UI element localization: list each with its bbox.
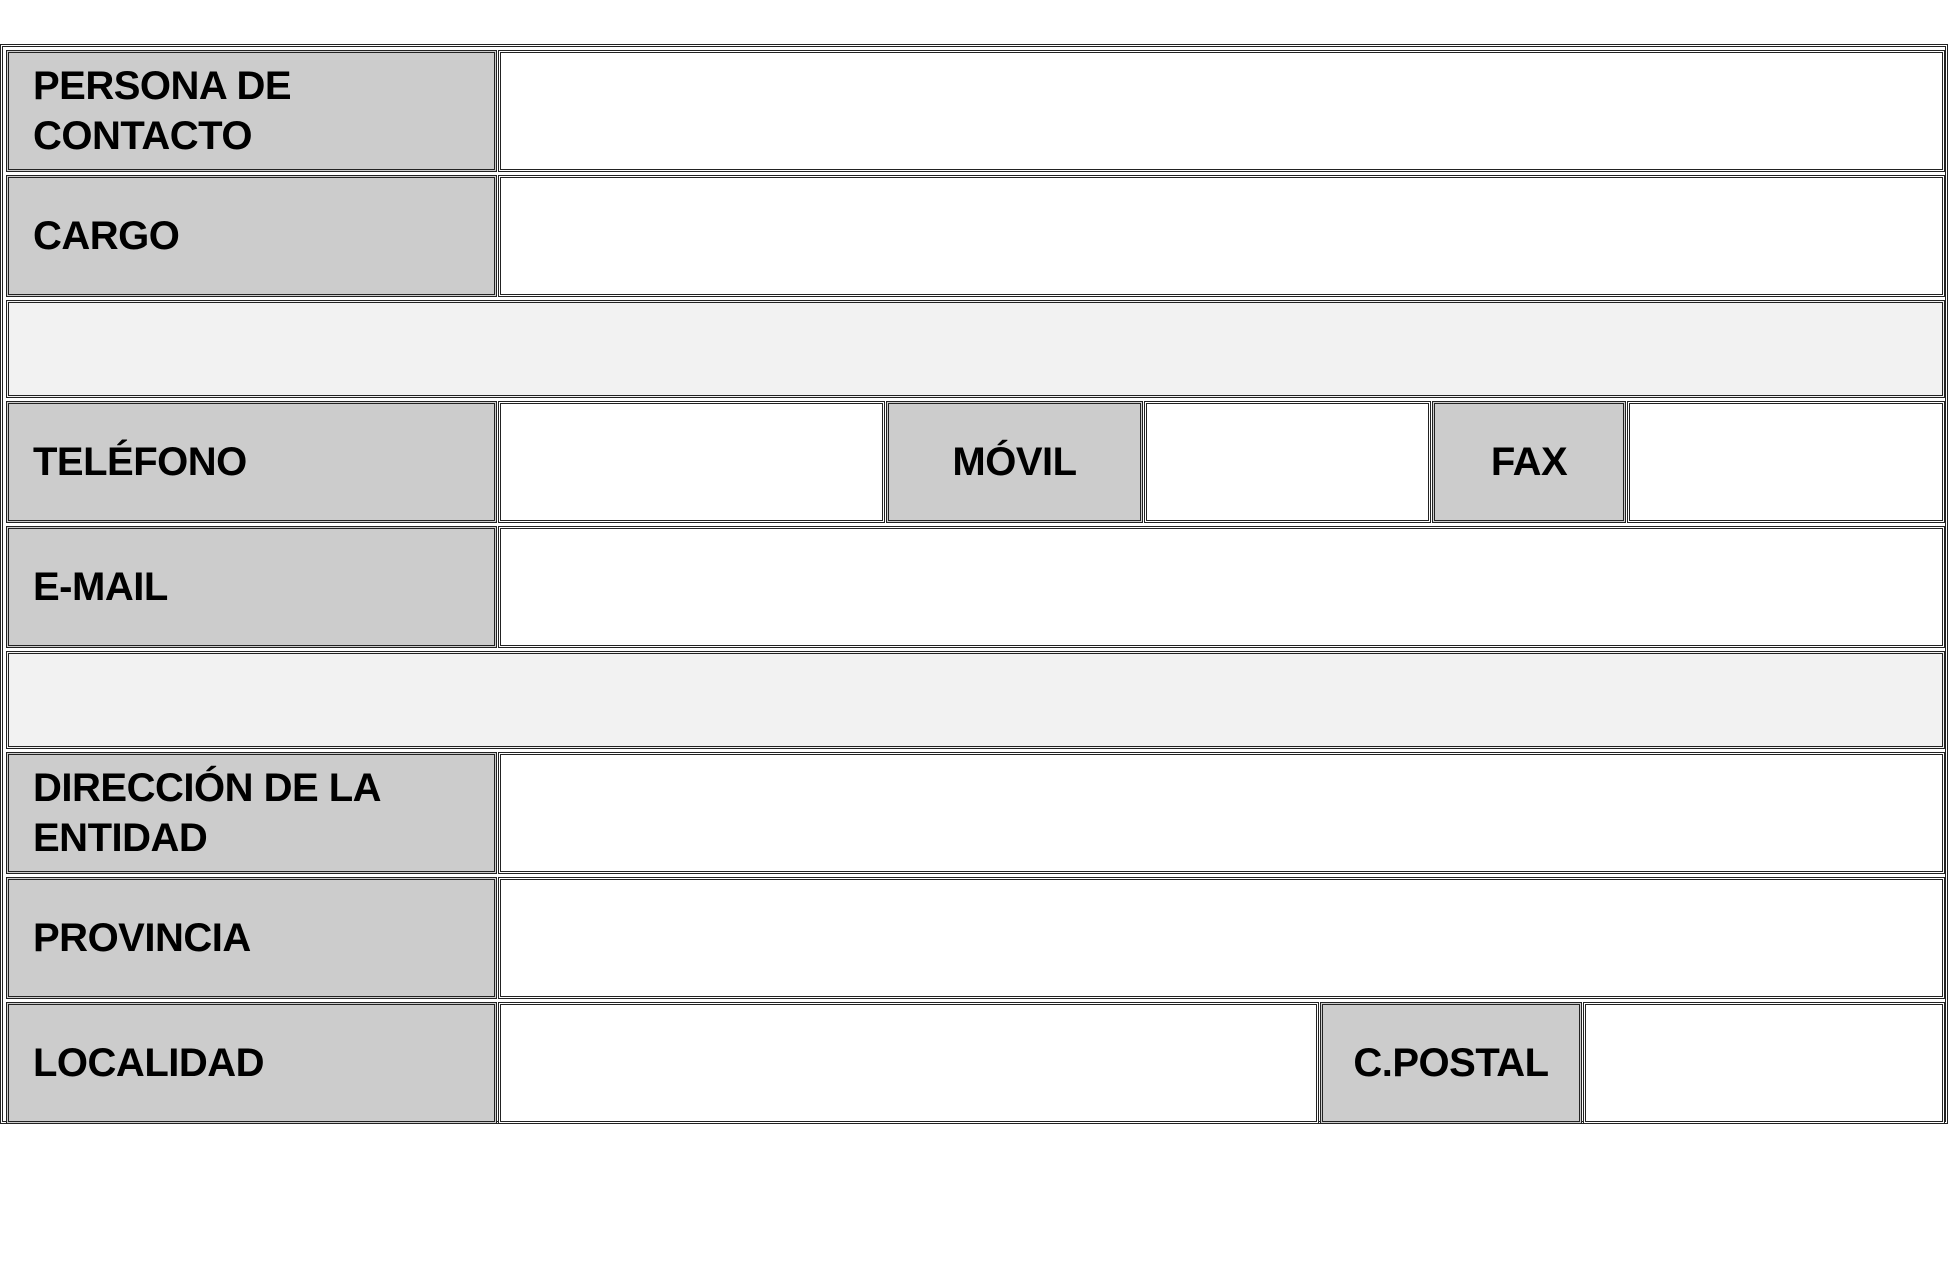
postal-code-label: C.POSTAL: [1320, 1002, 1582, 1124]
contact-person-label-text: PERSONA DE CONTACTO: [33, 64, 292, 158]
fax-label: FAX: [1432, 401, 1626, 523]
fax-field[interactable]: [1627, 401, 1945, 523]
province-label: PROVINCIA: [6, 877, 497, 999]
separator-row: [6, 651, 1945, 749]
contact-person-label: PERSONA DE CONTACTO: [6, 50, 497, 172]
email-field[interactable]: [498, 526, 1945, 648]
contact-form-table: PERSONA DE CONTACTO CARGO TELÉFONO MÓVIL…: [0, 44, 1948, 1124]
postal-code-field[interactable]: [1583, 1002, 1945, 1124]
address-label: DIRECCIÓN DE LA ENTIDAD: [6, 752, 497, 874]
email-label: E-MAIL: [6, 526, 497, 648]
separator-row: [6, 300, 1945, 398]
contact-person-field[interactable]: [498, 50, 1945, 172]
address-label-line1: DIRECCIÓN DE LA: [33, 766, 382, 810]
address-label-line2: ENTIDAD: [33, 816, 208, 860]
locality-field[interactable]: [498, 1002, 1319, 1124]
phone-label: TELÉFONO: [6, 401, 497, 523]
mobile-label: MÓVIL: [886, 401, 1143, 523]
mobile-field[interactable]: [1144, 401, 1431, 523]
position-label-text: CARGO: [33, 214, 180, 258]
postal-code-label-text: C.POSTAL: [1353, 1041, 1549, 1085]
email-label-text: E-MAIL: [33, 565, 168, 609]
locality-label-text: LOCALIDAD: [33, 1041, 265, 1085]
phone-label-text: TELÉFONO: [33, 440, 247, 484]
address-field[interactable]: [498, 752, 1945, 874]
province-label-text: PROVINCIA: [33, 916, 251, 960]
position-field[interactable]: [498, 175, 1945, 297]
phone-field[interactable]: [498, 401, 885, 523]
mobile-label-text: MÓVIL: [952, 440, 1077, 484]
province-field[interactable]: [498, 877, 1945, 999]
position-label: CARGO: [6, 175, 497, 297]
locality-label: LOCALIDAD: [6, 1002, 497, 1124]
fax-label-text: FAX: [1490, 440, 1568, 484]
